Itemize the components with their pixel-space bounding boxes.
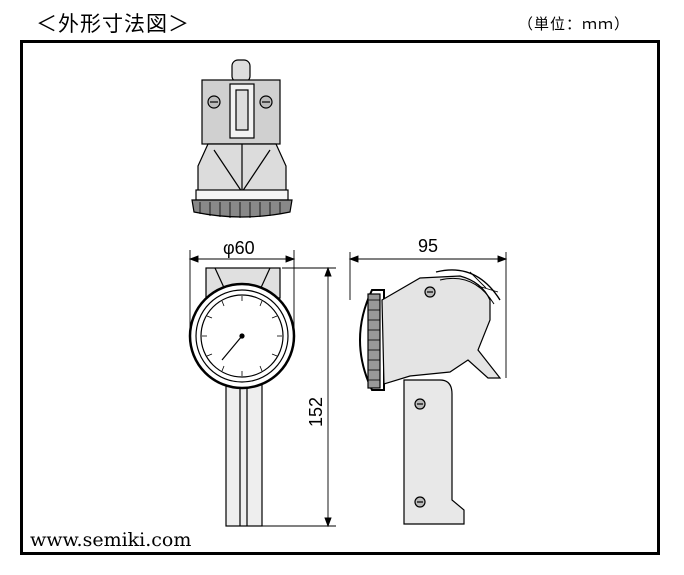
side-view	[359, 269, 502, 525]
dial-diameter-label: φ60	[223, 238, 255, 258]
website-link[interactable]: www.semiki.com	[28, 529, 194, 551]
height-label: 152	[306, 397, 326, 427]
page-title: ＜外形寸法図＞	[36, 12, 190, 36]
width-dimension	[348, 252, 508, 378]
width-label: 95	[418, 236, 438, 256]
height-dimension	[262, 266, 336, 528]
unit-label: （単位：ｍｍ）	[518, 15, 631, 33]
dial-diameter-dimension	[188, 250, 296, 334]
top-view	[191, 59, 293, 218]
front-view	[188, 267, 296, 527]
drawing-frame	[20, 40, 660, 555]
